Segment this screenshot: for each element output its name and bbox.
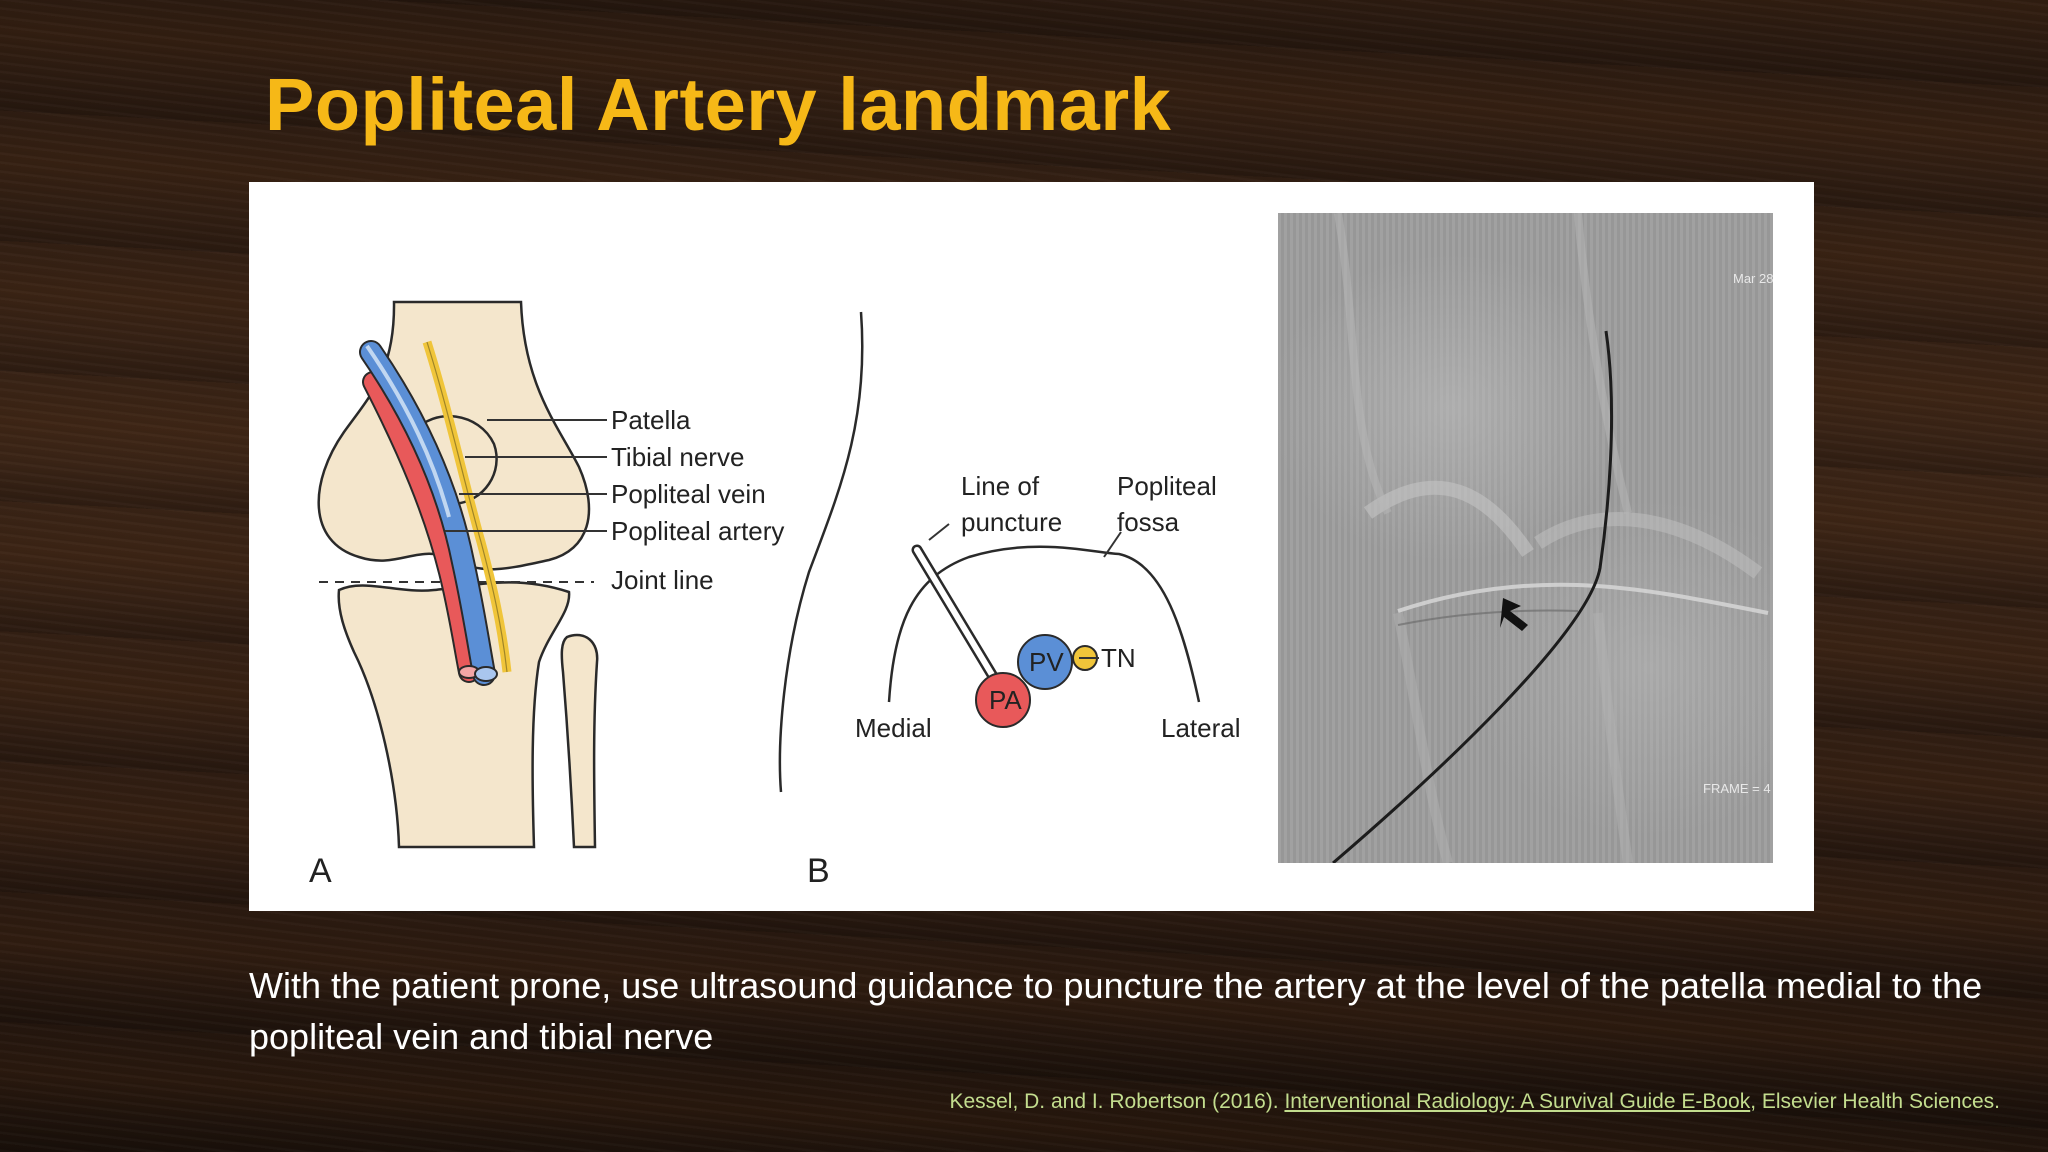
pv-circle: [1017, 634, 1073, 690]
guidewire: [1332, 330, 1614, 863]
label-line-of: Line of: [961, 471, 1040, 501]
slide-caption: With the patient prone, use ultrasound g…: [249, 965, 1983, 1057]
label-pv: PV: [1029, 647, 1064, 677]
tibia-shape: [337, 581, 571, 849]
arrow-icon: [1500, 598, 1528, 631]
citation: Kessel, D. and I. Robertson (2016). Inte…: [949, 1090, 2000, 1114]
anatomy-diagram: Patella Tibial nerve Popliteal vein Popl…: [309, 300, 1241, 890]
label-popliteal: Popliteal: [1117, 471, 1217, 501]
pa-circle: [975, 672, 1031, 728]
diagram-a: Patella Tibial nerve Popliteal vein Popl…: [309, 300, 784, 890]
label-tibial-nerve: Tibial nerve: [611, 442, 744, 472]
label-patella: Patella: [611, 405, 691, 435]
label-puncture: puncture: [961, 507, 1062, 537]
diagram-b: PA PV TN Line of puncture Popliteal foss…: [778, 311, 1241, 890]
slide-title: Popliteal Artery landmark: [265, 63, 1172, 146]
puncture-needle: [911, 544, 1012, 704]
panel-letter-b: B: [807, 852, 830, 890]
label-lateral: Lateral: [1161, 713, 1241, 743]
label-joint-line: Joint line: [611, 565, 714, 595]
fibula-shape: [560, 633, 599, 849]
citation-prefix: Kessel, D. and I. Robertson (2016).: [949, 1090, 1285, 1113]
label-tn: TN: [1101, 643, 1136, 673]
fluoro-overlay-frame: FRAME = 4: [1703, 781, 1771, 796]
popliteal-fossa-outline: [887, 545, 1201, 703]
label-pa: PA: [989, 685, 1022, 715]
label-popliteal-vein: Popliteal vein: [611, 479, 766, 509]
leg-outline-curve: [778, 311, 864, 793]
label-popliteal-artery: Popliteal artery: [611, 516, 784, 546]
fluoroscopy-image: Mar 28 FRAME = 4: [1278, 213, 1773, 863]
figure-panel: Patella Tibial nerve Popliteal vein Popl…: [249, 182, 1814, 911]
fluoro-overlay-date: Mar 28: [1733, 271, 1773, 286]
citation-suffix: , Elsevier Health Sciences.: [1750, 1090, 2000, 1113]
citation-book-link[interactable]: Interventional Radiology: A Survival Gui…: [1284, 1090, 1751, 1113]
label-fossa: fossa: [1117, 507, 1180, 537]
label-medial: Medial: [855, 713, 932, 743]
panel-letter-a: A: [309, 852, 332, 890]
